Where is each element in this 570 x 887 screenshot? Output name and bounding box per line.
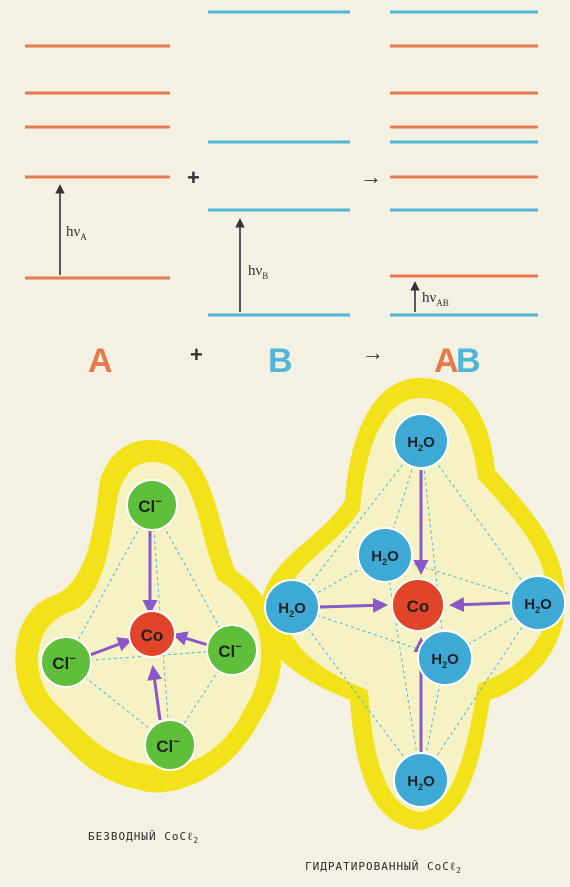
h2o-label: H2O xyxy=(431,651,459,670)
anhydrous-bonds xyxy=(89,530,209,721)
bond-h2o-right xyxy=(449,597,511,613)
h2o-ligand-front: H2O xyxy=(417,630,473,686)
hydrated-caption: ГИДРАТИРОВАННЫЙ CoCℓ2 xyxy=(305,860,462,876)
bond-h2o-left xyxy=(319,597,388,613)
hv-AB-label: hνAB xyxy=(422,290,449,308)
h2o-ligand-right: H2O xyxy=(510,575,566,631)
cl-label: Cl− xyxy=(52,653,75,673)
h2o-ligand-top: H2O xyxy=(393,413,449,469)
label-AB-A: A xyxy=(434,342,459,380)
cl-ion-top: Cl− xyxy=(126,479,178,531)
label-A: A xyxy=(88,342,113,380)
bond-cl-left xyxy=(89,637,133,657)
cl-label: Cl− xyxy=(218,641,241,661)
anhydrous-cocl2-structure: Co Cl− Cl− Cl− Cl− xyxy=(15,440,282,793)
arrow-sign-levels: → xyxy=(360,164,382,189)
cl-label: Cl− xyxy=(138,496,161,516)
h2o-ligand-left: H2O xyxy=(264,579,320,635)
label-B: B xyxy=(268,342,293,380)
cl-ion-bottom: Cl− xyxy=(144,719,196,771)
cl-ion-left: Cl− xyxy=(40,636,92,688)
h2o-label: H2O xyxy=(524,596,552,615)
bond-cl-bottom xyxy=(147,665,163,721)
hydrated-cocl2-structure: Co H2O H2O H2O H2O xyxy=(260,378,566,830)
energy-levels-A xyxy=(25,44,170,280)
h2o-label: H2O xyxy=(371,548,399,567)
h2o-label: H2O xyxy=(407,773,435,792)
plus-sign-labels: + xyxy=(190,342,203,367)
hv-A-label: hνA xyxy=(66,224,87,242)
hv-B-label: hνB xyxy=(248,263,268,281)
co-atom-anhydrous xyxy=(128,610,176,658)
co-atom-hydrated xyxy=(391,578,445,632)
h2o-ligand-bottom: H2O xyxy=(393,752,449,808)
cl-label: Cl− xyxy=(156,736,179,756)
cl-ion-right: Cl− xyxy=(206,624,258,676)
anhydrous-caption: БЕЗВОДНЫЙ CoCℓ2 xyxy=(88,830,200,846)
co-label-hydrated: Co xyxy=(407,597,430,616)
plus-sign-levels: + xyxy=(187,165,200,190)
h2o-label: H2O xyxy=(407,434,435,453)
energy-levels-B xyxy=(208,10,350,317)
bond-cl-right xyxy=(172,631,209,647)
arrow-sign-labels: → xyxy=(362,340,384,365)
label-AB-B: B xyxy=(456,342,481,380)
energy-levels-AB xyxy=(390,10,538,317)
h2o-ligand-back-left: H2O xyxy=(357,527,413,583)
h2o-label: H2O xyxy=(278,600,306,619)
co-label-anhydrous: Co xyxy=(141,626,164,645)
